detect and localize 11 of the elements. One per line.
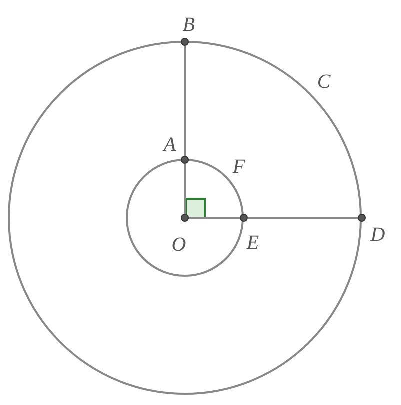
line-segment	[189, 217, 240, 219]
point-label: E	[246, 233, 260, 253]
point-label: B	[182, 15, 196, 35]
line-segment	[184, 164, 186, 214]
point-label: D	[370, 225, 386, 245]
point-label: O	[172, 235, 186, 255]
line-segment	[184, 46, 186, 156]
point-label: A	[164, 135, 176, 155]
point-label: F	[232, 157, 246, 177]
line-segment	[248, 217, 358, 219]
point-label: C	[317, 72, 331, 92]
